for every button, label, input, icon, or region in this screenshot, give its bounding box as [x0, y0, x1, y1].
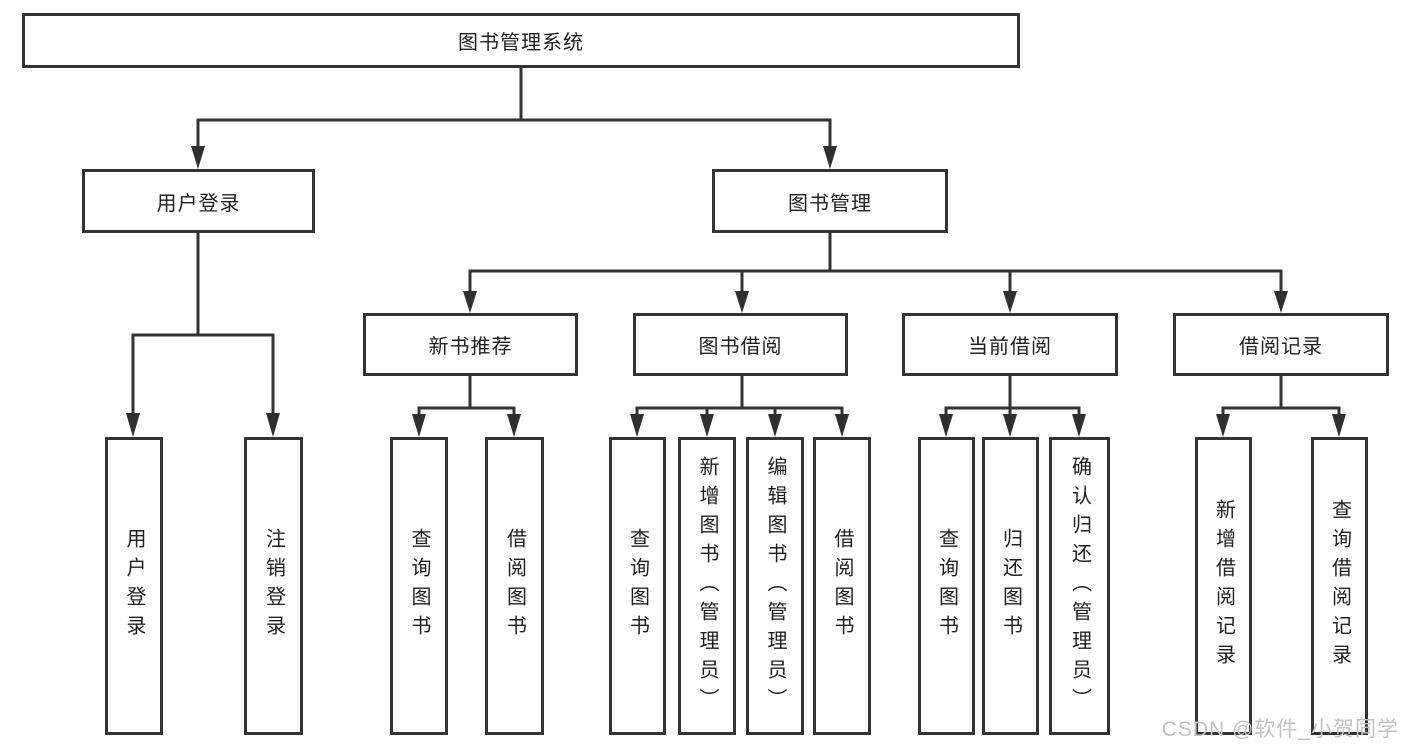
leaf-label: 查询图书 [408, 528, 430, 644]
arrow-down-icon [412, 414, 426, 437]
connector-current-borrow-to-leaves [944, 376, 1081, 418]
leaf-label: 确认归还（管理员） [1068, 455, 1091, 717]
leaf-label: 查询图书 [935, 528, 958, 644]
leaf-query-borrow-record: 查询借阅记录 [1311, 437, 1368, 735]
leaf-query-books-recommend: 查询图书 [390, 437, 448, 735]
node-label: 图书管理系统 [458, 32, 584, 54]
arrow-down-icon [126, 413, 140, 437]
node-current-borrow: 当前借阅 [902, 313, 1118, 376]
leaf-label: 编辑图书（管理员） [764, 455, 786, 717]
connector-user-login-to-leaves [131, 233, 275, 416]
leaf-return-books: 归还图书 [982, 437, 1039, 735]
arrow-down-icon [768, 414, 782, 437]
leaf-edit-book-admin: 编辑图书（管理员） [746, 437, 804, 735]
leaf-borrow-books: 借阅图书 [813, 437, 871, 735]
arrow-down-icon [700, 414, 714, 437]
node-label: 图书管理 [788, 192, 872, 215]
arrowhead-icons [126, 146, 1346, 437]
leaf-label: 借阅图书 [831, 528, 853, 644]
arrow-down-icon [630, 414, 644, 437]
connector-borrow-records-to-leaves [1221, 376, 1341, 418]
arrow-down-icon [266, 413, 280, 437]
csdn-watermark: CSDN @软件_小贺同学 [1161, 718, 1399, 741]
arrow-down-icon [507, 414, 521, 437]
node-borrow-records: 借阅记录 [1173, 313, 1389, 376]
arrow-down-icon [1003, 414, 1017, 437]
node-book-borrow: 图书借阅 [633, 313, 848, 376]
leaf-label: 新增借阅记录 [1212, 499, 1235, 673]
node-user-login: 用户登录 [82, 169, 315, 233]
leaf-add-book-admin: 新增图书（管理员） [678, 437, 736, 735]
arrow-down-icon [939, 414, 953, 437]
arrow-down-icon [1274, 291, 1288, 313]
node-library-system: 图书管理系统 [22, 13, 1020, 68]
arrow-down-icon [1332, 414, 1346, 437]
connector-root-to-level2 [196, 68, 832, 148]
leaf-label: 注销登录 [262, 528, 285, 644]
arrow-down-icon [823, 146, 837, 169]
leaf-label: 查询借阅记录 [1328, 499, 1351, 673]
leaf-add-borrow-record: 新增借阅记录 [1195, 437, 1252, 735]
node-label: 借阅记录 [1239, 336, 1323, 358]
connector-book-borrow-to-leaves [635, 376, 844, 418]
leaf-logout: 注销登录 [244, 437, 303, 735]
arrow-down-icon [1003, 291, 1017, 313]
leaf-label: 归还图书 [999, 528, 1022, 644]
arrow-down-icon [463, 291, 477, 313]
arrow-down-icon [735, 291, 749, 313]
node-label: 图书借阅 [698, 336, 783, 358]
arrow-down-icon [835, 414, 849, 437]
leaf-label: 用户登录 [123, 528, 145, 644]
connector-book-management-to-level3 [468, 233, 1283, 294]
arrow-down-icon [191, 146, 205, 169]
node-book-management: 图书管理 [712, 169, 948, 233]
leaf-label: 借阅图书 [503, 528, 526, 644]
connector-new-book-recommend-to-leaves [417, 376, 516, 418]
leaf-confirm-return-admin: 确认归还（管理员） [1049, 437, 1110, 735]
leaf-label: 查询图书 [626, 528, 649, 644]
leaf-query-books-current: 查询图书 [918, 437, 975, 735]
node-label: 新书推荐 [428, 336, 513, 358]
leaf-query-books-borrow: 查询图书 [609, 437, 666, 735]
arrow-down-icon [1072, 414, 1086, 437]
leaf-borrow-books-recommend: 借阅图书 [485, 437, 544, 735]
leaf-user-login: 用户登录 [105, 437, 163, 735]
node-new-book-recommend: 新书推荐 [363, 313, 578, 376]
node-label: 用户登录 [156, 192, 241, 215]
leaf-label: 新增图书（管理员） [696, 455, 718, 717]
node-label: 当前借阅 [968, 336, 1052, 358]
arrow-down-icon [1216, 414, 1230, 437]
